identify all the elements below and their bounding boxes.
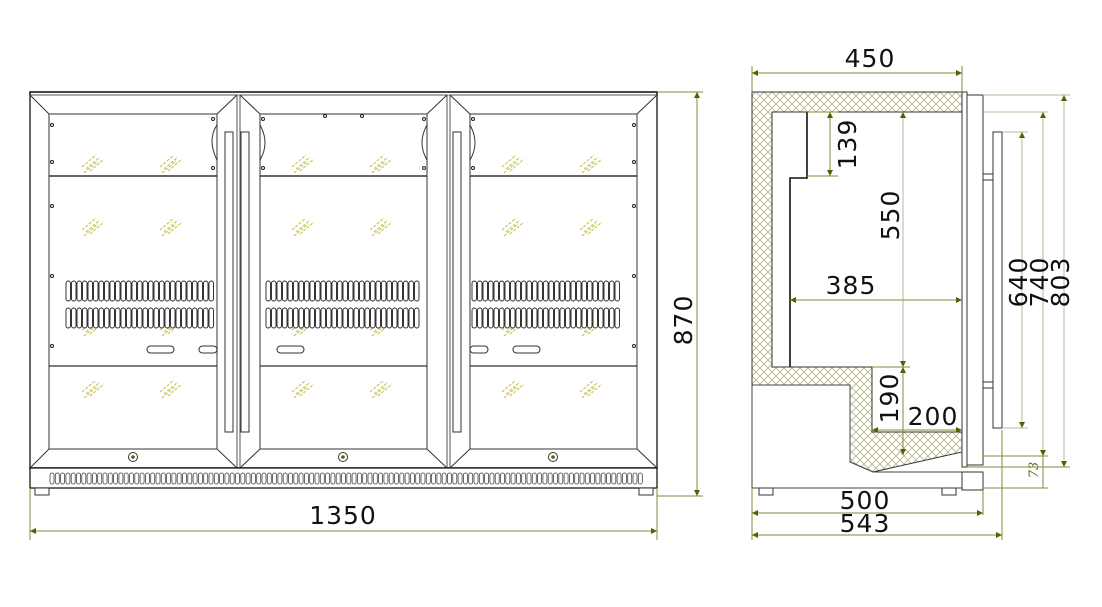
foot-right [941, 487, 957, 496]
depth-overall-label: 543 [840, 509, 891, 538]
door-handle-label: 640 [1004, 257, 1033, 308]
shelf-step-label: 139 [833, 119, 862, 170]
depth-top-label: 450 [845, 44, 896, 73]
door-height-label: 740 [1025, 257, 1054, 308]
lock-icon [128, 452, 138, 462]
foot-left [34, 487, 50, 496]
plinth-vent [49, 472, 643, 485]
compressor-height-label: 190 [875, 373, 904, 424]
height-label: 870 [669, 295, 698, 346]
side-view [751, 91, 1003, 496]
overall-height-label: 803 [1046, 257, 1075, 308]
lock-icon [338, 452, 348, 462]
interior-height-label: 550 [876, 190, 905, 241]
side-dimensions: 450 139 550 385 190 200 640 740 803 [751, 44, 1075, 540]
front-dimensions: 1350 870 [29, 91, 703, 540]
lock-icon [548, 452, 558, 462]
depth-body-label: 500 [840, 486, 891, 515]
compressor-depth-label: 200 [908, 402, 959, 431]
foot-left [758, 487, 774, 496]
foot-right [638, 487, 654, 496]
front-view [29, 91, 658, 496]
interior-depth-label: 385 [826, 271, 877, 300]
width-label: 1350 [309, 501, 377, 530]
base-label: 73 [1027, 462, 1042, 479]
